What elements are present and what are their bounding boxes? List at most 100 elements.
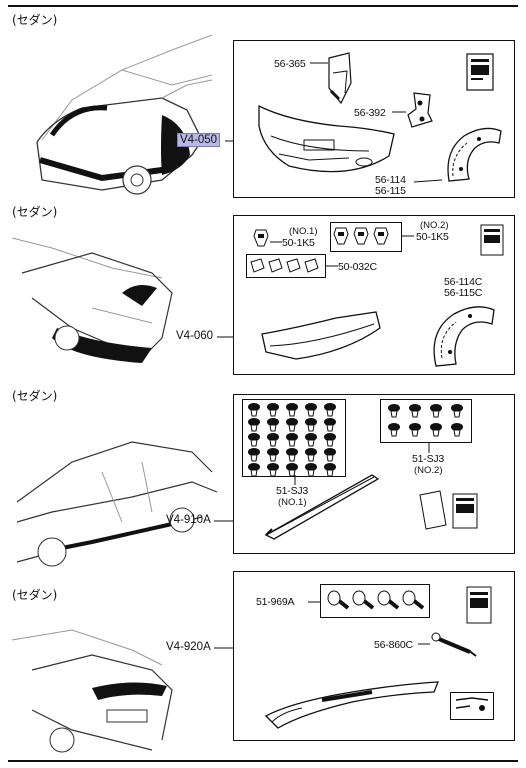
- rear-spoiler-drawing: [264, 681, 439, 729]
- part-no1-tag: (NO.1): [289, 226, 318, 237]
- clip-icon: [286, 403, 298, 417]
- clip-icon: [248, 403, 260, 417]
- section-1-label: (セダン): [12, 13, 58, 27]
- clip-icon: [451, 404, 463, 418]
- leader-line: [326, 265, 338, 267]
- clip-icon: [305, 433, 317, 447]
- instruction-sheet-icon: [466, 586, 492, 624]
- clip-icon: [430, 423, 442, 437]
- part-56-114c: 56-114C: [444, 276, 483, 288]
- sedan-front-illustration: [36, 34, 213, 195]
- bolt-icon: [402, 590, 425, 610]
- part-56-115c: 56-115C: [444, 287, 483, 299]
- clip-icon: [409, 404, 421, 418]
- bracket-56-365-drawing: [328, 52, 352, 105]
- clip-icon: [305, 418, 317, 432]
- sedan-trunk-illustration: [11, 629, 173, 753]
- clip-icon: [267, 403, 279, 417]
- part-no2-tag: (NO.2): [420, 220, 449, 231]
- clip-icon: [324, 433, 336, 447]
- fender-liner-rear-drawing: [433, 306, 495, 367]
- kit-code-v4-920a[interactable]: V4-920A: [166, 641, 211, 653]
- leader-line: [310, 62, 328, 64]
- leader-line: [428, 443, 430, 453]
- clip-icon: [267, 433, 279, 447]
- part-50-1k5-no1: 50-1K5: [282, 237, 315, 249]
- clip-icon: [409, 423, 421, 437]
- fender-liner-front-drawing: [447, 127, 502, 182]
- clip-icon: [388, 423, 400, 437]
- front-bumper-drawing: [258, 104, 395, 173]
- clip-icon: [305, 448, 317, 462]
- leader-line: [294, 475, 296, 485]
- leader-line: [270, 241, 282, 243]
- clip-icon: [324, 448, 336, 462]
- clip-icon: [248, 418, 260, 432]
- instruction-sheet-icon: [480, 224, 504, 256]
- clip-icon: [286, 418, 298, 432]
- part-56-860c: 56-860C: [374, 639, 413, 651]
- clip-51-sj3-no2-drawing: [388, 404, 463, 437]
- sedan-rear-illustration: [11, 237, 173, 363]
- leader-line: [308, 601, 320, 603]
- clip-icon: [267, 418, 279, 432]
- bolt-51-969a-drawing: [327, 590, 425, 610]
- clip-icon: [286, 463, 298, 477]
- clip-icon: [286, 448, 298, 462]
- clip-51-sj3-no2-group: [380, 399, 472, 443]
- leader-line: [413, 179, 443, 183]
- clip-50-032c-drawing: [250, 258, 319, 273]
- hardware-kit-group: [450, 692, 494, 720]
- section-2-parts-box: (NO.1) 50-1K5 (NO.2) 50-1K5 50: [233, 215, 515, 375]
- hardware-kit-drawing: [455, 697, 489, 711]
- part-50-032c: 50-032C: [338, 261, 377, 273]
- part-56-392: 56-392: [354, 107, 386, 119]
- clip-icon: [267, 463, 279, 477]
- clip-icon: [248, 463, 260, 477]
- clip-icon: [388, 404, 400, 418]
- bolt-icon: [327, 590, 350, 610]
- section-1-parts-box: 56-365 56-392 56-114 5: [233, 40, 515, 198]
- part-56-114: 56-114: [375, 174, 406, 186]
- bolt-icon: [352, 590, 375, 610]
- instruction-sheet-icon: [466, 53, 494, 91]
- clip-icon: [324, 403, 336, 417]
- part-51-969a: 51-969A: [256, 596, 295, 608]
- part-no2-tag: (NO.2): [414, 465, 443, 476]
- clip-icon: [324, 418, 336, 432]
- instruction-sheet-icon: [419, 490, 447, 530]
- section-3-label: (セダン): [12, 389, 58, 403]
- clip-icon: [248, 433, 260, 447]
- side-sill-molding-drawing: [264, 474, 380, 540]
- kit-code-v4-060[interactable]: V4-060: [176, 330, 214, 342]
- clip-50-1k5-no2-group: [330, 222, 402, 252]
- part-56-365: 56-365: [274, 58, 306, 70]
- rear-bumper-drawing: [261, 311, 381, 360]
- bolt-51-969a-group: [320, 584, 430, 618]
- clip-50-032c-group: [246, 254, 326, 278]
- clip-icon: [430, 404, 442, 418]
- top-rule: [8, 5, 518, 7]
- part-56-115: 56-115: [375, 185, 406, 197]
- clip-50-1k5-no2-drawing: [333, 227, 389, 245]
- leader-line: [402, 235, 414, 237]
- clip-icon: [267, 448, 279, 462]
- clip-50-1k5-no1-drawing: [253, 229, 269, 247]
- leader-line: [418, 643, 430, 645]
- section-2-label: (セダン): [12, 205, 58, 219]
- leader-line: [392, 111, 406, 113]
- kit-code-v4-050-badge[interactable]: V4-050: [177, 133, 221, 147]
- tool-56-860c-drawing: [431, 632, 477, 657]
- clip-icon: [248, 448, 260, 462]
- part-50-1k5-no2: 50-1K5: [416, 231, 449, 243]
- bolt-icon: [377, 590, 400, 610]
- bracket-56-392-drawing: [407, 92, 433, 128]
- part-51-sj3-no1: 51-SJ3: [276, 485, 309, 497]
- part-51-sj3-no2: 51-SJ3: [412, 453, 445, 465]
- kit-code-v4-910a[interactable]: V4-910A: [166, 514, 211, 526]
- instruction-sheet-icon: [452, 493, 478, 529]
- section-4-label: (セダン): [12, 588, 58, 602]
- bottom-rule: [8, 760, 518, 762]
- section-3-parts-box: 51-SJ3 (NO.1) 51-SJ3 (NO.2): [233, 394, 515, 554]
